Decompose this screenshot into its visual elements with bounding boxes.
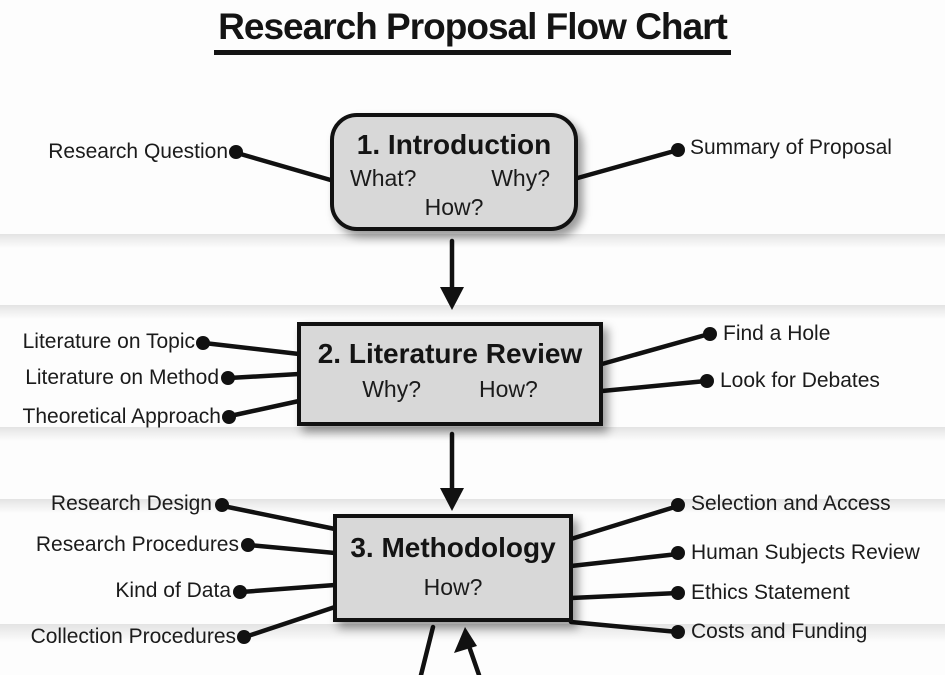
connector-research-procedures [241, 538, 338, 556]
label-kind-of-data: Kind of Data [115, 579, 231, 602]
connector-human-subjects-review [568, 546, 685, 569]
connector-research-design [215, 498, 338, 532]
label-human-subjects-review: Human Subjects Review [691, 541, 920, 564]
label-ethics-statement: Ethics Statement [691, 581, 850, 604]
label-literature-on-topic: Literature on Topic [22, 330, 195, 353]
connector-find-a-hole [599, 327, 717, 367]
node-heading: 2. Literature Review [317, 338, 583, 369]
node-heading: 3. Methodology [350, 532, 556, 563]
question-how: How? [424, 194, 484, 220]
label-look-for-debates: Look for Debates [720, 369, 880, 392]
label-literature-on-method: Literature on Method [25, 366, 219, 389]
label-find-a-hole: Find a Hole [723, 322, 831, 345]
node-literature-review: 2. Literature Review Why? How? [297, 322, 603, 426]
page-title: Research Proposal Flow Chart [0, 6, 945, 55]
label-costs-and-funding: Costs and Funding [691, 620, 868, 643]
connector-summary-of-proposal [571, 143, 685, 182]
up-arrow-icon [454, 627, 482, 675]
down-arrow-icon [440, 238, 464, 310]
label-research-design: Research Design [50, 492, 212, 515]
connector-costs-and-funding [568, 619, 685, 639]
connector-ethics-statement [568, 586, 685, 601]
label-research-question: Research Question [48, 140, 228, 163]
page-title-text: Research Proposal Flow Chart [214, 6, 731, 55]
label-theoretical-approach: Theoretical Approach [22, 405, 221, 428]
connector-research-question [229, 145, 337, 184]
bottom-connector-line [418, 624, 436, 675]
question-what: What? [350, 165, 417, 191]
question-how: How? [423, 574, 483, 600]
down-arrow-icon [440, 431, 464, 511]
node-methodology: 3. Methodology How? [333, 514, 573, 622]
connector-literature-on-method [221, 371, 302, 385]
connector-look-for-debates [599, 374, 714, 394]
connector-kind-of-data [233, 582, 338, 599]
connector-selection-and-access [568, 498, 685, 542]
label-selection-and-access: Selection and Access [691, 492, 891, 515]
label-research-procedures: Research Procedures [35, 533, 239, 556]
node-introduction: 1. Introduction What? Why? How? [330, 113, 578, 231]
label-collection-procedures: Collection Procedures [30, 625, 236, 648]
question-why: Why? [362, 376, 421, 402]
label-summary-of-proposal: Summary of Proposal [690, 136, 892, 159]
connector-literature-on-topic [196, 336, 302, 357]
question-how: How? [478, 376, 538, 402]
node-heading: 1. Introduction [356, 129, 552, 160]
question-why: Why? [491, 165, 550, 191]
connector-theoretical-approach [222, 398, 302, 424]
connector-collection-procedures [237, 604, 338, 644]
